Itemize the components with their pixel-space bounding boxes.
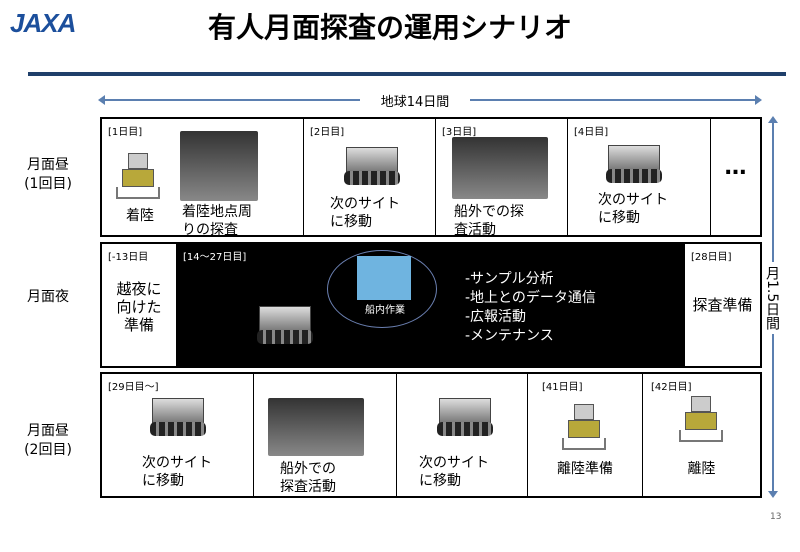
cell-day-3: [3日目] 船外での探 査活動 [436, 119, 568, 238]
caption: 越夜に 向けた 準備 [116, 280, 162, 334]
caption: 探査準備 [692, 296, 753, 314]
caption: 着陸 [126, 208, 154, 224]
earth-days-label: 地球14日間 [360, 91, 470, 110]
rover-image [604, 139, 664, 189]
rover-image [255, 300, 315, 350]
caption: 次のサイト に移動 [419, 455, 489, 489]
rover-image [342, 141, 402, 191]
moon-days-label: 月1.5日間 [764, 262, 782, 335]
day-label: [41日目] [542, 382, 583, 393]
cell-night-prep: [-13日目 越夜に 向けた 準備 [102, 244, 177, 366]
row-lunar-day-2: [29日目〜] 次のサイト に移動 船外での 探査活動 次のサイト に移動 [4… [100, 372, 762, 498]
speech-bubble [327, 250, 437, 328]
day-label: [28日目] [691, 252, 732, 263]
rover-image [435, 392, 495, 442]
day-label: [-13日目 [108, 252, 149, 263]
bubble-label: 船内作業 [365, 305, 405, 316]
jaxa-logo: JAXA [10, 8, 76, 38]
lander-image [116, 153, 160, 203]
caption: 次のサイト に移動 [598, 192, 668, 226]
caption: 離陸 [687, 461, 716, 477]
cell-exploration-prep: [28日目] 探査準備 [685, 244, 760, 366]
caption: 着陸地点周 りの探査 [182, 204, 252, 238]
eva-photo [452, 137, 548, 199]
rover-image [148, 392, 208, 442]
cell-day-1: [1日目] 着陸 着陸地点周 りの探査 [102, 119, 304, 238]
cell-eva: 船外での 探査活動 [254, 374, 397, 496]
cell-continued: … [711, 119, 760, 235]
day-label: [3日目] [442, 127, 477, 138]
night-activities-list: -サンプル分析 -地上とのデータ通信 -広報活動 -メンテナンス [465, 271, 596, 344]
caption: 船外での探 査活動 [454, 204, 524, 238]
row-label-night: 月面夜 [27, 289, 69, 305]
cell-night-ops: [14〜27日目] 船内作業 -サンプル分析 -地上とのデータ通信 -広報活動 … [177, 244, 685, 366]
day-label: [42日目] [651, 382, 692, 393]
caption: 離陸準備 [557, 461, 613, 477]
row-lunar-day-1: [1日目] 着陸 着陸地点周 りの探査 [2日目] 次のサイト に移動 [3日目… [100, 117, 762, 238]
day-label: [14〜27日目] [183, 252, 247, 263]
surface-exploration-photo [180, 131, 258, 201]
cell-day-42: [42日目] 離陸 [643, 374, 760, 496]
day-label: [1日目] [108, 127, 143, 138]
row-lunar-night: [-13日目 越夜に 向けた 準備 [14〜27日目] 船内作業 -サンプル分析… [100, 242, 762, 368]
cell-day-41: [41日目] 離陸準備 [528, 374, 643, 496]
row-label-day1: 月面昼 (1回目) [24, 157, 72, 192]
ellipsis: … [724, 155, 747, 180]
eva-photo [268, 398, 364, 456]
lander-image [562, 404, 606, 454]
cell-day-29: [29日目〜] 次のサイト に移動 [102, 374, 254, 496]
page-title: 有人月面探査の運用シナリオ [207, 11, 572, 44]
day-label: [4日目] [574, 127, 609, 138]
cabin-work-image [357, 256, 411, 300]
caption: 次のサイト に移動 [330, 196, 400, 230]
day-label: [2日目] [310, 127, 345, 138]
page-number: 13 [770, 512, 782, 522]
day-label: [29日目〜] [108, 382, 159, 393]
cell-day-4: [4日目] 次のサイト に移動 [568, 119, 711, 235]
caption: 次のサイト に移動 [142, 455, 212, 489]
row-label-day2: 月面昼 (2回目) [24, 423, 72, 458]
caption: 船外での 探査活動 [280, 461, 336, 495]
ascent-vehicle-image [679, 396, 723, 446]
cell-move: 次のサイト に移動 [397, 374, 528, 496]
title-divider [28, 72, 786, 76]
cell-day-2: [2日目] 次のサイト に移動 [304, 119, 436, 235]
